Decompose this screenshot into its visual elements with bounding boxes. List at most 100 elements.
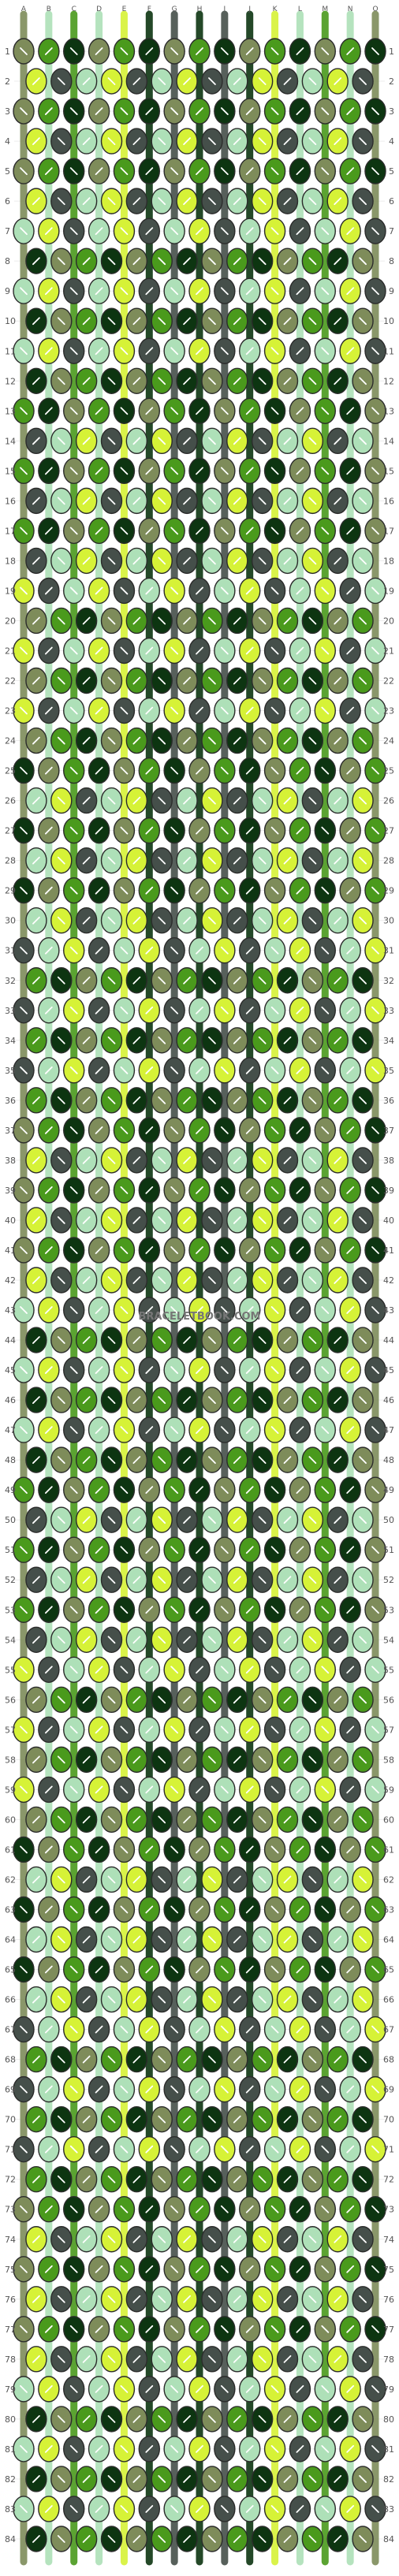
arrow-icon [95, 586, 103, 595]
knot [50, 1267, 73, 1294]
knot [75, 2526, 98, 2552]
arrow-icon [270, 766, 279, 775]
arrow-icon [233, 676, 241, 685]
arrow-icon [44, 2085, 53, 2094]
row-number-left: 9 [5, 286, 10, 296]
knot [352, 2166, 374, 2193]
knot [214, 2016, 236, 2043]
row-number-left: 47 [5, 1425, 16, 1435]
knot [326, 2046, 349, 2073]
knot [364, 1117, 386, 1144]
arrow-icon [132, 976, 141, 985]
knot [239, 1357, 261, 1383]
arrow-icon [32, 377, 40, 385]
knot [113, 1536, 136, 1563]
knot [63, 218, 85, 244]
arrow-icon [371, 1965, 379, 1974]
knot [301, 2526, 324, 2552]
arrow-icon [321, 1486, 330, 1495]
knot [13, 1117, 35, 1144]
knot [50, 1866, 73, 1893]
arrow-icon [283, 2115, 292, 2124]
knot [326, 128, 349, 154]
knot [214, 218, 236, 244]
arrow-icon [296, 1725, 304, 1734]
knot [75, 68, 98, 95]
arrow-icon [57, 257, 65, 266]
knot [352, 2226, 374, 2253]
arrow-icon [245, 886, 254, 895]
knot [301, 188, 324, 214]
arrow-icon [321, 2085, 330, 2094]
knot [239, 1896, 261, 1923]
arrow-icon [183, 1336, 191, 1344]
arrow-icon [20, 946, 28, 955]
arrow-icon [95, 1546, 103, 1554]
knot [276, 727, 299, 754]
arrow-icon [346, 706, 355, 715]
arrow-icon [308, 77, 317, 85]
knot [113, 457, 136, 485]
arrow-icon [270, 2384, 279, 2393]
arrow-icon [132, 796, 141, 805]
knot [188, 1716, 211, 1744]
row-number-left: 72 [5, 2175, 16, 2185]
arrow-icon [296, 407, 304, 415]
arrow-icon [158, 2355, 166, 2363]
knot [239, 697, 261, 724]
arrow-icon [321, 1965, 330, 1974]
knot [100, 188, 123, 214]
arrow-icon [283, 1636, 292, 1644]
knot [151, 847, 173, 874]
arrow-icon [220, 766, 229, 775]
row-number-right: 45 [383, 1365, 394, 1375]
arrow-icon [296, 1426, 304, 1435]
row-number-left: 35 [5, 1066, 16, 1076]
arrow-icon [95, 1965, 103, 1974]
arrow-icon [346, 2505, 355, 2513]
knot [50, 2406, 73, 2433]
arrow-icon [82, 736, 91, 745]
arrow-icon [245, 1246, 254, 1254]
arrow-icon [270, 1785, 279, 1794]
knot [226, 1267, 248, 1294]
arrow-icon [296, 1845, 304, 1854]
knot [88, 2316, 110, 2343]
arrow-icon [69, 2384, 78, 2393]
knot [326, 1207, 349, 1234]
knot [289, 1596, 311, 1623]
arrow-icon [20, 227, 28, 236]
arrow-icon [120, 646, 129, 655]
knot [214, 1536, 236, 1563]
arrow-icon [57, 796, 65, 805]
arrow-icon [258, 557, 267, 565]
arrow-icon [346, 347, 355, 356]
knot [100, 547, 123, 575]
arrow-icon [82, 317, 91, 326]
knot [251, 1387, 274, 1413]
knot [251, 727, 274, 754]
arrow-icon [158, 1096, 166, 1104]
knot [75, 1746, 98, 1774]
knot [176, 967, 198, 994]
arrow-icon [334, 2355, 342, 2363]
arrow-icon [270, 946, 279, 955]
knot [125, 367, 148, 394]
arrow-icon [308, 1156, 317, 1164]
arrow-icon [346, 1606, 355, 1614]
arrow-icon [82, 497, 91, 505]
arrow-icon [208, 2355, 216, 2363]
knot [201, 1746, 223, 1774]
knot [339, 937, 361, 964]
arrow-icon [107, 377, 116, 385]
arrow-icon [44, 1066, 53, 1074]
row-number-left: 65 [5, 1965, 16, 1975]
knot [289, 937, 311, 964]
knot [226, 1746, 248, 1774]
knot [339, 1716, 361, 1744]
arrow-icon [359, 1696, 367, 1704]
arrow-icon [44, 586, 53, 595]
arrow-icon [359, 2055, 367, 2064]
knot [301, 547, 324, 575]
arrow-icon [120, 1426, 129, 1435]
